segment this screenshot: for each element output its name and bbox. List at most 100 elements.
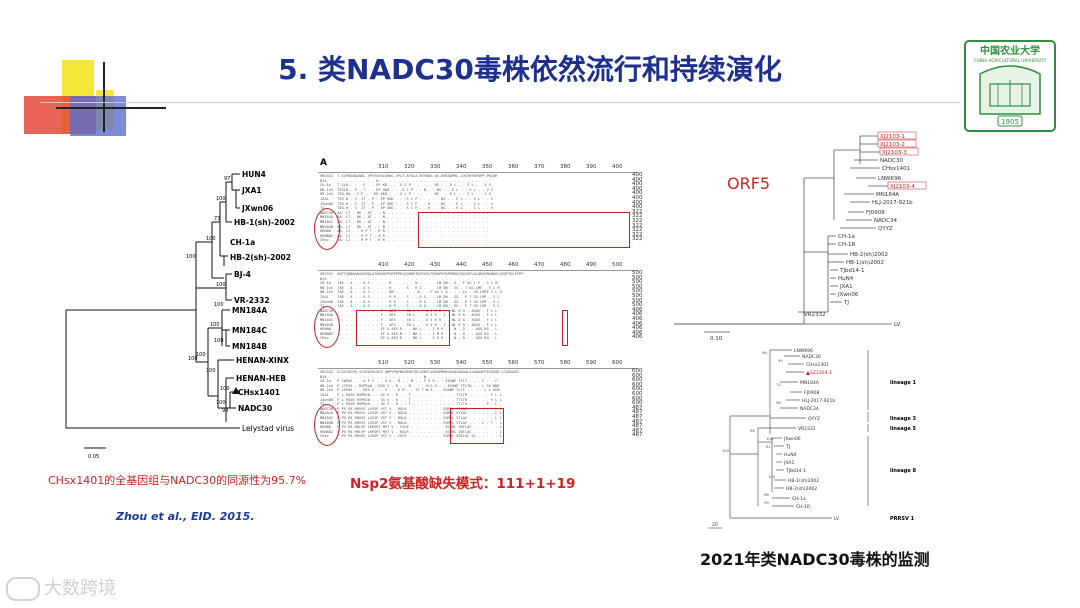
tree-leaf: TJ — [785, 444, 790, 450]
tree-leaf: HLJ-2017-921b — [802, 398, 835, 404]
orf5-label: ORF5 — [727, 174, 771, 193]
deletion-box-1aa-site — [562, 310, 568, 346]
university-logo: 中国农业大学 CHINA AGRICULTURAL UNIVERSITY 190… — [964, 40, 1056, 132]
deletion-box-19aa — [450, 408, 504, 444]
decor-vertical-line — [103, 62, 105, 132]
deletion-box-1aa — [356, 310, 450, 346]
lineage-label: PRRSV 1 — [890, 516, 915, 522]
scale-label: 0.05 — [88, 454, 99, 460]
bootstrap-value: 100 — [196, 352, 206, 358]
deletion-strain-oval — [314, 306, 340, 348]
tree-leaf: HB-2(sh)2002 — [786, 486, 817, 492]
ruler-tick: 410 — [378, 262, 389, 268]
tree-leaf: MN184C — [232, 326, 267, 335]
bootstrap-value: 98 — [776, 400, 781, 405]
logo-year: 1905 — [1001, 118, 1019, 126]
ruler-tick: 440 — [456, 262, 467, 268]
bootstrap-value: 100 — [722, 448, 730, 453]
surveillance-caption: 2021年类NADC30毒株的监测 — [700, 550, 930, 569]
ruler-tick: 500 — [612, 262, 623, 268]
bootstrap-value: 97 — [224, 176, 230, 182]
tree-leaf: VR2332 — [798, 426, 816, 432]
bootstrap-value: 98 — [764, 492, 769, 497]
orf5-tree: XJ2103-1 XJ2103-2 XJ2103-3 XJ2103-4 NADC… — [674, 131, 927, 342]
ruler-tick: 460 — [508, 262, 519, 268]
tree-leaf: HB-2(sh)2002 — [850, 252, 888, 258]
slide-title: 5. 类NADC30毒株依然流行和持续演化 — [278, 53, 782, 86]
tree-leaf: VR-2332 — [234, 296, 270, 305]
scale-label: 0.10 — [710, 336, 723, 342]
bootstrap-value: 98 — [750, 428, 755, 433]
ruler-tick: 420 — [404, 262, 415, 268]
ruler-tick: 330 — [430, 164, 441, 170]
tree-leaf: HB-1(sh)2002 — [788, 478, 819, 484]
logo-sub: CHINA AGRICULTURAL UNIVERSITY — [974, 58, 1047, 63]
tree-leaf: QYYZ — [808, 416, 820, 422]
ruler-tick: 550 — [482, 360, 493, 366]
tree-leaf: VR2332 — [804, 312, 826, 318]
citation: Zhou et al., EID. 2015. — [116, 510, 255, 523]
deletion-strain-oval — [314, 404, 340, 446]
bootstrap-value: 81 — [766, 444, 771, 449]
logo-label: 中国农业大学 — [980, 44, 1040, 57]
bootstrap-value: 98 — [762, 350, 767, 355]
tree-leaf: HB-2(sh)-2002 — [230, 253, 291, 262]
tree-leaf: CH-1a — [792, 496, 806, 502]
highlighted-strain: XJ2103-3 — [882, 150, 907, 156]
ruler-tick: 480 — [560, 262, 571, 268]
tree-leaf: JXwn06 — [837, 292, 859, 298]
bootstrap-value: 100 — [206, 236, 216, 242]
triangle-marker-icon — [232, 387, 240, 394]
tree-leaf: FJ0908 — [866, 210, 885, 216]
lineage-tree: LNWK96 NADC30 CHsx1401 SZ2104-1 MN184A F… — [708, 348, 916, 529]
tree-leaf: LNWK96 — [878, 176, 902, 182]
highlighted-strain: XJ2103-4 — [890, 184, 915, 190]
ruler-tick: 340 — [456, 164, 467, 170]
ruler-tick: 380 — [560, 164, 571, 170]
ruler-tick: 580 — [560, 360, 571, 366]
tree-leaf: CH-1a — [838, 234, 855, 240]
bootstrap-value: 100 — [216, 400, 226, 406]
tree-leaf: CHsx1401 — [882, 166, 910, 172]
tree-leaf: TJbd14-1 — [839, 268, 864, 274]
tree-leaf: CH-1R — [796, 504, 810, 510]
ruler-tick: 400 — [612, 164, 623, 170]
tree-leaf: HLJ-2017-921b — [872, 200, 913, 206]
tree-leaf: HENAN-HEB — [236, 374, 286, 383]
ruler-tick: 590 — [586, 360, 597, 366]
highlighted-strain: XJ2103-2 — [880, 142, 905, 148]
tree-leaf: HuN4 — [838, 276, 854, 282]
bootstrap-value: 100 — [206, 368, 216, 374]
tree-leaf: MN184A — [232, 306, 267, 315]
tree-leaf: HB-1(sh)2002 — [846, 260, 884, 266]
tree-leaf: NADC34 — [874, 218, 897, 224]
ruler-tick: 570 — [534, 360, 545, 366]
watermark-text: 大数跨境 — [44, 578, 116, 599]
bootstrap-value: 100 — [220, 386, 230, 392]
triangle-marker-icon — [806, 371, 810, 375]
genome-homology-caption: CHsx1401的全基因组与NADC30的同源性为95.7% — [48, 474, 307, 487]
deletion-strain-oval — [314, 208, 340, 250]
tree-leaf: NADC34 — [800, 406, 819, 412]
bootstrap-value: 74 — [776, 382, 781, 387]
watermark-logo-icon — [6, 577, 40, 601]
ruler-tick: 370 — [534, 164, 545, 170]
lineage-label: lineage 3 — [890, 416, 916, 422]
scale-label: 20 — [712, 522, 718, 528]
lineage-label: lineage 8 — [890, 468, 916, 474]
lineage-label: lineage 5 — [890, 426, 916, 432]
highlighted-strain: XJ2103-1 — [880, 134, 905, 140]
tree-leaf: LNWK96 — [794, 348, 813, 354]
bootstrap-value: 100 — [214, 302, 224, 308]
ruler-tick: 390 — [586, 164, 597, 170]
tree-leaf: SZ2104-1 — [810, 370, 832, 376]
tree-leaf: MN184A — [876, 192, 899, 198]
bootstrap-value: 100 — [766, 436, 774, 441]
nsp2-alignment-figure: A 310 320 330 340 350 360 370 380 390 40… — [314, 158, 643, 460]
tree-leaf: JXA1 — [783, 460, 794, 466]
tree-leaf: CH-1R — [838, 242, 855, 248]
tree-leaf: JXA1 — [241, 186, 262, 195]
bootstrap-value: 100 — [188, 356, 198, 362]
